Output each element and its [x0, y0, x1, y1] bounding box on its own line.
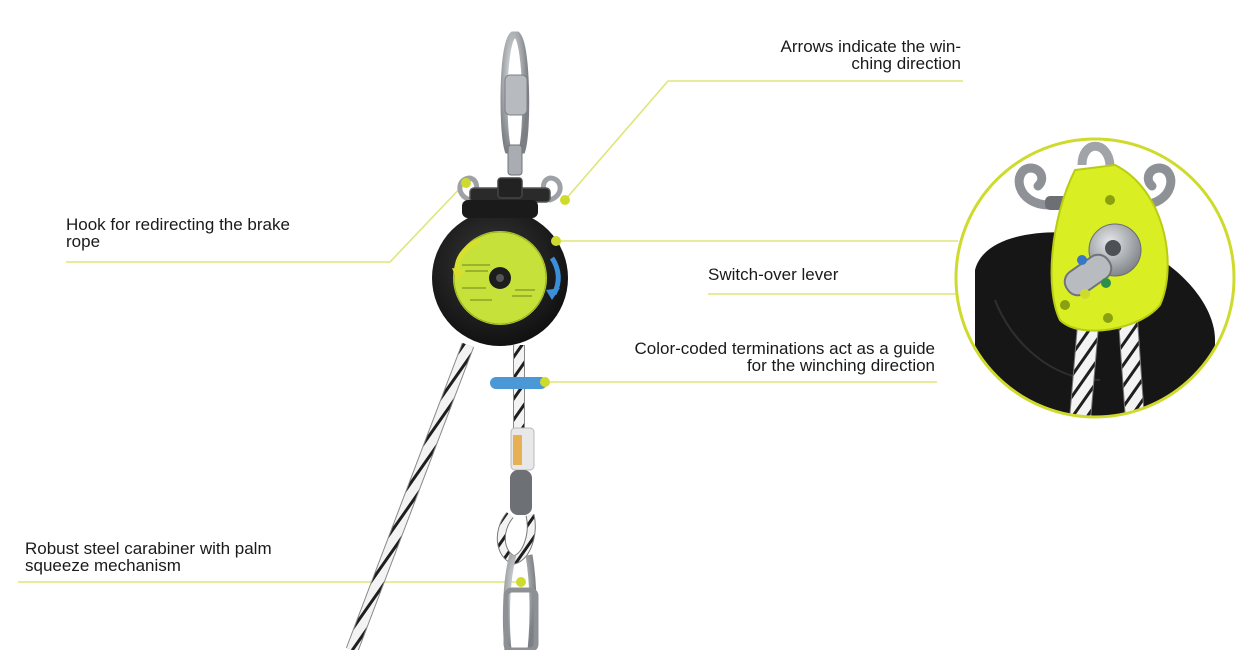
dot-lever-inset	[1080, 289, 1090, 299]
callout-terminations: Color-coded terminations act as a guide …	[635, 340, 936, 374]
magnified-lever-icon	[954, 137, 1236, 419]
callout-terminations-line1: Color-coded terminations act as a guide	[634, 339, 936, 358]
rope-termination	[496, 427, 536, 565]
hook-icon	[457, 175, 563, 203]
callout-carabiner: Robust steel carabiner with palm squeeze…	[25, 540, 272, 574]
callout-lever-line1: Switch-over lever	[708, 265, 839, 284]
leader-line-hook	[66, 182, 466, 263]
callout-lever: Switch-over lever	[708, 266, 838, 283]
callout-hook-line1: Hook for redirecting the brake	[66, 215, 290, 234]
bottom-carabiner-icon	[502, 554, 539, 650]
dot-lever-device	[551, 236, 561, 246]
dot-terminations	[540, 377, 550, 387]
callout-terminations-line2: for the winching direction	[746, 356, 935, 375]
ropes	[345, 342, 525, 650]
top-carabiner-icon	[500, 31, 530, 176]
rescue-device-icon	[432, 200, 568, 346]
leader-lines	[18, 80, 1085, 583]
callout-hook: Hook for redirecting the brake rope	[66, 216, 290, 250]
callout-dots	[461, 178, 570, 587]
callout-carabiner-line2: squeeze mechanism	[25, 556, 181, 575]
callout-carabiner-line1: Robust steel carabiner with palm	[25, 539, 272, 558]
dot-carabiner	[516, 577, 526, 587]
callout-arrows-line1: Arrows indicate the win-	[780, 37, 961, 56]
blue-termination-ring	[490, 377, 547, 389]
dot-hook	[461, 178, 471, 188]
dot-arrows	[560, 195, 570, 205]
callout-arrows: Arrows indicate the win- ching direction	[781, 38, 961, 72]
callout-arrows-line2: ching direction	[851, 54, 961, 73]
callout-hook-line2: rope	[66, 232, 101, 251]
leader-line-arrows	[564, 80, 963, 201]
